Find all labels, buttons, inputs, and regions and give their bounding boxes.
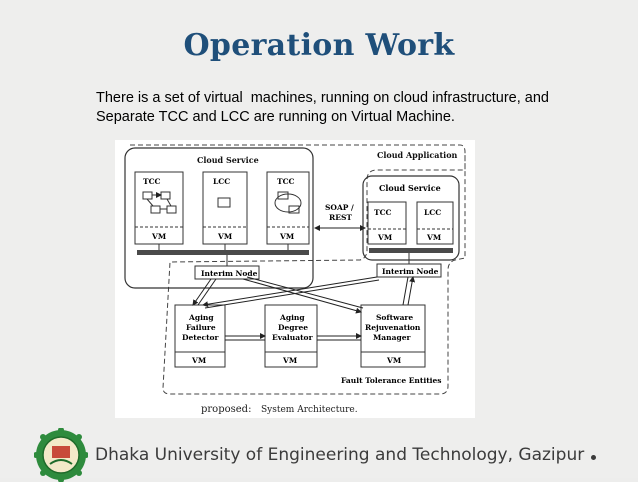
tcc-label-2: TCC bbox=[277, 177, 295, 186]
vm-box-tcc-3: TCC VM bbox=[367, 201, 407, 245]
tcc-label-3: TCC bbox=[374, 208, 392, 217]
caption-text: System Architecture. bbox=[261, 405, 358, 415]
slide-description: There is a set of virtual machines, runn… bbox=[96, 89, 616, 127]
flow-arrows bbox=[192, 276, 416, 341]
university-logo-icon bbox=[34, 428, 88, 482]
software-text-1: Software bbox=[376, 313, 413, 322]
aging-failure-text-2: Failure bbox=[186, 323, 216, 332]
cloud-service-left-box bbox=[124, 147, 314, 289]
lcc-label-1: LCC bbox=[213, 177, 230, 186]
rest-label: REST bbox=[329, 213, 352, 222]
cloud-application-boundary bbox=[130, 144, 466, 395]
vm-label-3: VM bbox=[279, 232, 294, 241]
description-line-1: There is a set of virtual machines, runn… bbox=[96, 90, 549, 106]
software-text-3: Manager bbox=[373, 333, 411, 342]
cloud-service-right-label: Cloud Service bbox=[379, 183, 441, 193]
vm-label-5: VM bbox=[426, 233, 441, 242]
vm-label-1: VM bbox=[151, 232, 166, 241]
footer-institution: Dhaka University of Engineering and Tech… bbox=[95, 445, 585, 465]
caption-prefix: proposed: bbox=[201, 404, 251, 415]
vm-label-6: VM bbox=[191, 356, 206, 365]
tcc-label-1: TCC bbox=[143, 177, 161, 186]
aging-degree-text-2: Degree bbox=[278, 323, 308, 332]
lcc-label-2: LCC bbox=[424, 208, 441, 217]
system-architecture-diagram: Cloud Application Cloud Service TCC VM L… bbox=[115, 140, 475, 418]
vm-box-tcc-1: TCC VM bbox=[134, 171, 184, 245]
vm-label-8: VM bbox=[386, 356, 401, 365]
vm-label-7: VM bbox=[282, 356, 297, 365]
aging-failure-text-3: Detector bbox=[182, 333, 220, 342]
fault-tolerance-label: Fault Tolerance Entities bbox=[341, 376, 442, 385]
footer-dot bbox=[591, 455, 596, 460]
cloud-service-right-box bbox=[362, 175, 460, 261]
vm-box-lcc-2: LCC VM bbox=[416, 201, 454, 245]
interim-node-left-label: Interim Node bbox=[201, 269, 258, 278]
aging-degree-text-1: Aging bbox=[279, 313, 305, 322]
aging-failure-text-1: Aging bbox=[188, 313, 214, 322]
vm-label-4: VM bbox=[377, 233, 392, 242]
vm-box-tcc-2: TCC VM bbox=[266, 171, 310, 245]
software-text-2: Rejuvenation bbox=[365, 323, 421, 332]
vm-label-2: VM bbox=[217, 232, 232, 241]
bus-bar-right bbox=[369, 248, 453, 253]
cloud-application-label: Cloud Application bbox=[377, 150, 458, 160]
bus-bar-left bbox=[137, 250, 309, 255]
interim-node-right-label: Interim Node bbox=[382, 267, 439, 276]
soap-label: SOAP / bbox=[325, 203, 354, 212]
cloud-service-left-label: Cloud Service bbox=[197, 155, 259, 165]
description-line-2: Separate TCC and LCC are running on Virt… bbox=[96, 109, 455, 125]
slide-title: Operation Work bbox=[183, 28, 455, 63]
aging-degree-text-3: Evaluator bbox=[272, 333, 314, 342]
